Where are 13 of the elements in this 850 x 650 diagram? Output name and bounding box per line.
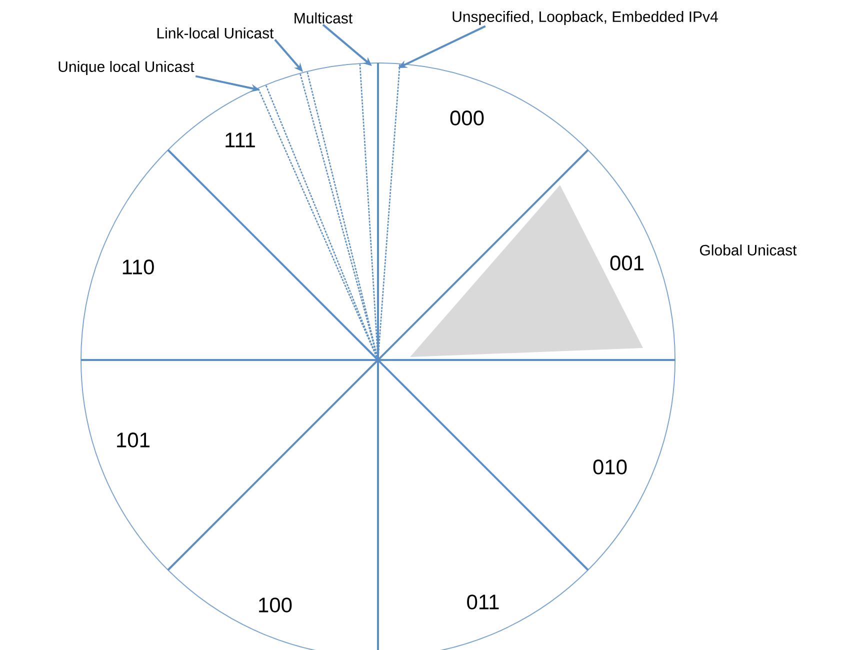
callout-label: Link-local Unicast xyxy=(157,27,274,38)
sector-label: 011 xyxy=(467,594,499,610)
callout-label: Unique local Unicast xyxy=(58,61,194,75)
callout-label: Unspecified, Loopback, Embedded IPv4 xyxy=(452,11,718,25)
sector-label: Global Unicast xyxy=(700,244,797,256)
sector-label: 110 xyxy=(122,260,154,274)
sector-label: 101 xyxy=(117,432,150,448)
sector-label: 010 xyxy=(593,460,627,474)
sector-label: 100 xyxy=(259,598,292,612)
sector-label: 000 xyxy=(450,110,484,126)
sector-label: 001 xyxy=(610,256,644,270)
callout-label: Multicast xyxy=(294,12,352,24)
sector-label: 111 xyxy=(226,132,255,148)
